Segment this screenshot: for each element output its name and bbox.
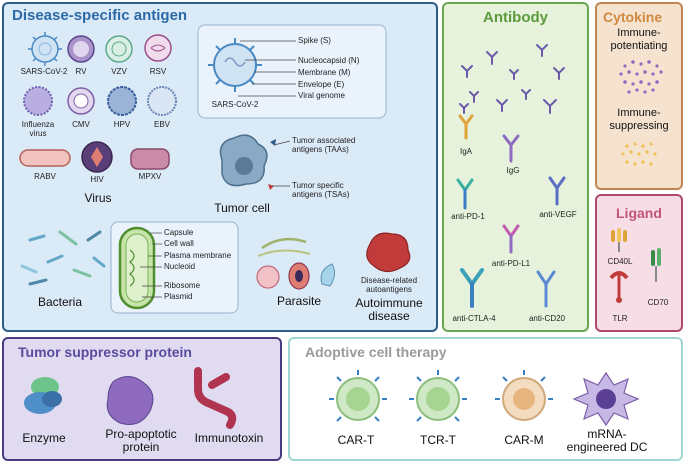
tumor-cell-label: Tumor cell — [214, 201, 270, 215]
hpv-icon — [107, 86, 137, 116]
cytokine-dots — [619, 60, 663, 166]
tumor-suppressor-icons — [24, 367, 237, 429]
bacteria-label: Bacteria — [37, 295, 83, 309]
cytokine-label-suppressing: Immune-suppressing — [609, 107, 669, 132]
ligand-label-cd70: CD70 — [647, 298, 669, 307]
adoptive-cell-icons — [329, 370, 640, 427]
bacterium-part-capsule: Capsule — [164, 228, 194, 237]
sars-cov-2-icon — [28, 32, 62, 66]
virus-label-cmv: CMV — [72, 120, 90, 129]
autoantigen-icon — [366, 232, 411, 273]
rabv-icon — [19, 149, 71, 167]
rsv-icon — [144, 34, 172, 62]
influenza-icon — [23, 86, 53, 116]
adoptive-label-tcr-t: TCR-T — [420, 433, 456, 447]
tumor-suppressor-label-immunotoxin: Immunotoxin — [194, 431, 264, 445]
tumor-cell-icon — [219, 134, 276, 190]
iga-icon — [458, 114, 474, 140]
virus-label-vzv: VZV — [111, 67, 127, 76]
antibody-label-anti-vegf: anti-VEGF — [539, 210, 577, 219]
virus-label-mpxv: MPXV — [138, 172, 162, 181]
rv-icon — [67, 35, 95, 63]
tumor-tsa-label: Tumor specific antigens (TSAs) — [292, 181, 350, 199]
vzv-icon — [105, 35, 133, 63]
bacteria-icon — [20, 230, 106, 286]
ligand-label-cd40l: CD40L — [607, 257, 633, 266]
bacterium-part-plasmid: Plasmid — [164, 292, 193, 301]
virus-label-hiv: HIV — [90, 175, 104, 184]
virus-icons — [19, 24, 411, 314]
hiv-icon — [81, 141, 113, 173]
bacterium-part-nucleoid: Nucleoid — [164, 262, 196, 271]
sars-part-genome: Viral genome — [298, 91, 345, 100]
parasite-icon — [256, 237, 336, 290]
virus-label-hpv: HPV — [113, 120, 131, 129]
mpxv-icon — [130, 148, 170, 170]
anti-vegf-icon — [548, 176, 566, 206]
adoptive-label-car-m: CAR-M — [504, 433, 544, 447]
sars-part-membrane: Membrane (M) — [298, 68, 351, 77]
autoantigen-label: Disease-related autoantigens — [360, 276, 418, 294]
car-t-icon — [329, 370, 387, 422]
car-m-icon — [495, 370, 553, 421]
bacterium-part-cell-wall: Cell wall — [164, 239, 194, 248]
anti-cd20-icon — [536, 270, 556, 308]
virus-group-label: Virus — [84, 191, 112, 205]
parasite-label: Parasite — [276, 294, 322, 308]
ligand-panel — [595, 194, 683, 332]
pro-apoptotic-protein-icon — [106, 376, 154, 425]
tcr-t-icon — [409, 370, 467, 422]
tumor-suppressor-label-pro-apoptotic: Pro-apoptotic protein — [105, 427, 177, 454]
sars-cov-2-detail-icon — [208, 38, 262, 92]
anti-ctla-4-icon — [460, 268, 484, 308]
immunotoxin-icon — [194, 367, 237, 429]
bacterium-part-plasma-membrane: Plasma membrane — [164, 251, 232, 260]
tumor-suppressor-label-enzyme: Enzyme — [22, 431, 66, 445]
antibody-icons — [456, 44, 566, 308]
virus-label-rsv: RSV — [149, 67, 167, 76]
virus-label-influenza: Influenza virus — [21, 120, 55, 138]
disease-antigen-title: Disease-specific antigen — [12, 7, 188, 24]
antibody-label-anti-pd-1: anti-PD-1 — [451, 212, 485, 221]
anti-pd-1-icon — [456, 178, 474, 210]
ligand-label-tlr: TLR — [612, 314, 628, 323]
virus-label-rv: RV — [75, 67, 87, 76]
bacterium-detail-icon — [118, 226, 156, 310]
virus-label-ebv: EBV — [153, 120, 170, 129]
adoptive-label-mrna-dc: mRNA-engineered DC — [566, 427, 648, 454]
antibody-label-anti-cd20: anti-CD20 — [528, 314, 565, 323]
adoptive-cell-therapy-title: Adoptive cell therapy — [305, 344, 447, 360]
sars-part-envelope: Envelope (E) — [298, 80, 345, 89]
virus-label-rabv: RABV — [34, 172, 56, 181]
cd70-icon — [651, 248, 661, 282]
igg-icon — [502, 134, 520, 163]
ebv-icon — [147, 86, 177, 116]
sars-part-spike: Spike (S) — [298, 36, 331, 45]
virus-label-sars-cov-2: SARS-CoV-2 — [20, 67, 68, 76]
cytokine-label-potentiating: Immune-potentiating — [610, 27, 668, 52]
antibody-label-iga: IgA — [459, 147, 472, 156]
ligand-icons — [609, 228, 661, 303]
enzyme-icon — [24, 377, 62, 414]
antibody-label-anti-pd-l1: anti-PD-L1 — [491, 259, 531, 268]
mrna-dc-icon — [572, 371, 640, 427]
cmv-icon — [67, 87, 95, 115]
sars-part-nucleocapsid: Nucleocapsid (N) — [298, 56, 360, 65]
autoimmune-label: Autoimmune disease — [355, 296, 423, 323]
tumor-taa-label: Tumor associated antigens (TAAs) — [292, 136, 356, 154]
tlr-icon — [609, 271, 629, 303]
antibody-label-igg: IgG — [506, 166, 520, 175]
bacterium-part-ribosome: Ribosome — [164, 281, 201, 290]
anti-pd-l1-icon — [502, 224, 520, 254]
sars-detail-name: SARS-CoV-2 — [211, 100, 259, 109]
adoptive-label-car-t: CAR-T — [337, 433, 375, 447]
tumor-suppressor-title: Tumor suppressor protein — [18, 344, 192, 360]
antibody-label-anti-ctla-4: anti-CTLA-4 — [452, 314, 496, 323]
cytokine-title: Cytokine — [603, 9, 663, 25]
cytokine-panel — [595, 2, 683, 190]
antibody-title: Antibody — [483, 9, 548, 26]
cd40l-icon — [611, 228, 627, 252]
ligand-title: Ligand — [616, 205, 662, 221]
